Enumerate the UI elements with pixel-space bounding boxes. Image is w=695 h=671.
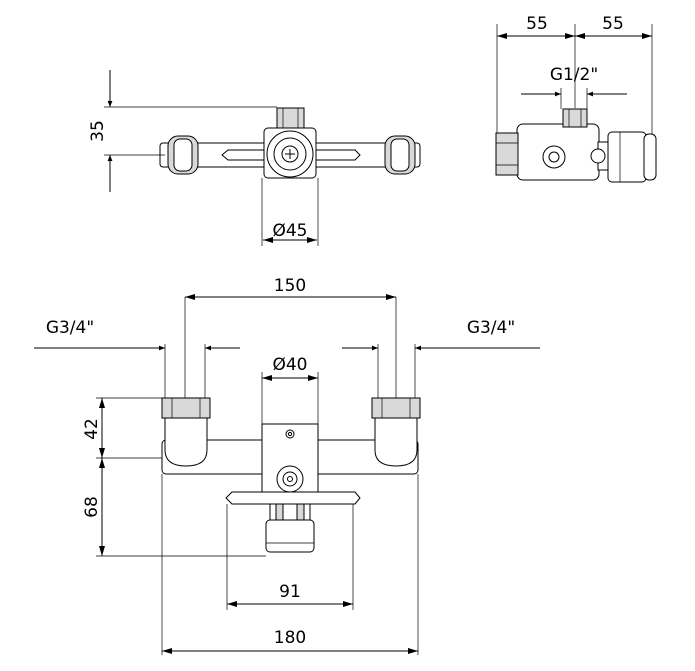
top-view-outlet-nut [276, 107, 305, 131]
side-view-inlet-nut [495, 132, 519, 176]
dim-55-left-label: 55 [526, 14, 548, 34]
dim-g34-left-label: G3/4" [46, 318, 94, 338]
dim-diameter-40-label: Ø40 [272, 355, 307, 375]
dim-42-label: 42 [82, 418, 102, 440]
dim-180-label: 180 [274, 628, 306, 648]
dim-g34-right-label: G3/4" [467, 318, 515, 338]
top-view: 35 Ø45 [88, 70, 421, 246]
dim-91-label: 91 [279, 582, 301, 602]
dim-g12-label: G1/2" [550, 65, 598, 85]
side-view-outlet-nut [562, 108, 588, 128]
side-view-handle [607, 131, 647, 183]
dim-55-right-label: 55 [602, 14, 624, 34]
dim-68-label: 68 [82, 496, 102, 518]
dim-diameter-45-label: Ø45 [272, 221, 307, 241]
front-view-knob [276, 465, 304, 493]
front-view-left-inlet [164, 417, 208, 467]
front-view-right-inlet [374, 417, 418, 467]
front-view-outlet [265, 519, 315, 553]
front-view-lever [225, 491, 361, 505]
dim-35-label: 35 [88, 120, 108, 142]
dim-150-label: 150 [274, 276, 306, 296]
side-view: 55 55 G1/2" [495, 14, 657, 183]
front-view: 150 G3/4" G3/4" Ø40 42 68 91 180 [34, 276, 540, 655]
side-view-valve [542, 145, 566, 169]
